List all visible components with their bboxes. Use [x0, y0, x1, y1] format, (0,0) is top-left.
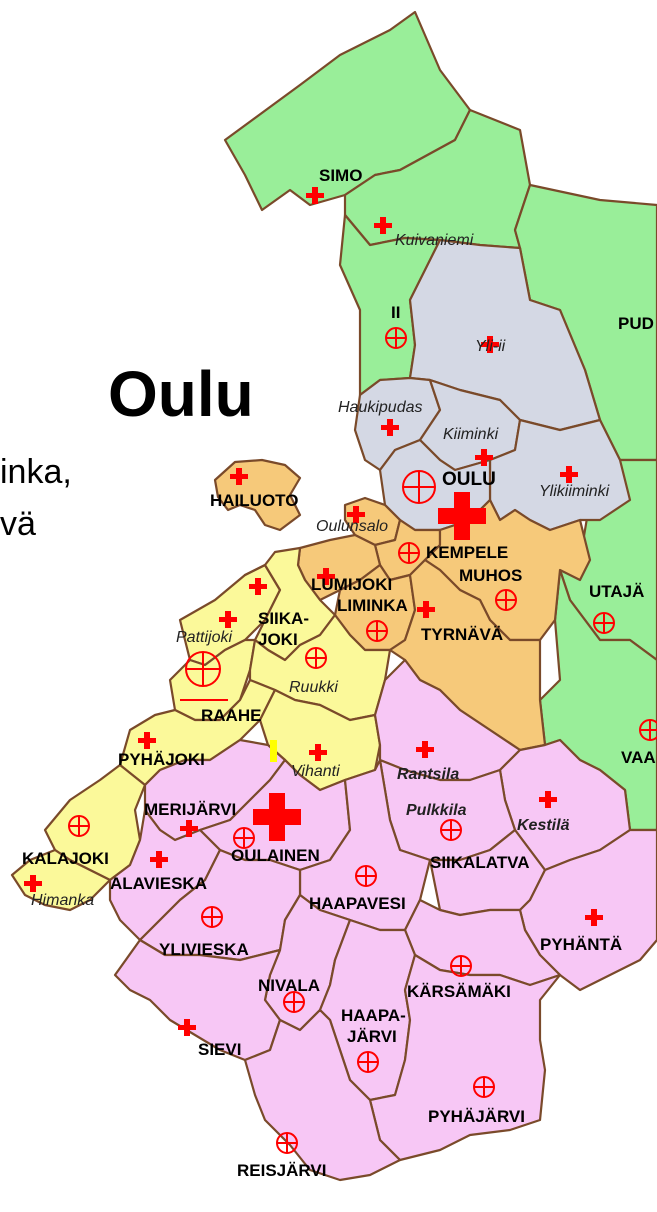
yellow-marker [270, 740, 277, 762]
small-cross-icon [475, 449, 493, 466]
label-oulu: OULU [442, 469, 496, 490]
label-kestila: Kestilä [517, 817, 570, 834]
small-cross-icon [417, 601, 435, 618]
label-alavieska: ALAVIESKA [110, 874, 207, 893]
circled-cross-icon [593, 612, 615, 634]
label-kiiminki: Kiiminki [443, 426, 499, 443]
small-cross-icon [306, 187, 324, 204]
large-cross-icon [438, 492, 486, 540]
label-karsamaki: KÄRSÄMÄKI [407, 982, 511, 1001]
label-oulainen: OULAINEN [231, 846, 320, 865]
label-merijarvi: MERIJÄRVI [144, 800, 236, 819]
small-cross-icon [150, 851, 168, 868]
label-joki: JOKI [258, 630, 298, 649]
circled-cross-icon [495, 589, 517, 611]
circled-cross-icon [276, 1132, 298, 1154]
label-jarvi: JÄRVI [347, 1027, 397, 1046]
label-pud: PUD [618, 314, 654, 333]
label-ylivieska: YLIVIESKA [159, 940, 249, 959]
small-cross-icon [24, 875, 42, 892]
small-cross-icon [347, 506, 365, 523]
label-kalajoki: KALAJOKI [22, 849, 109, 868]
label-sievi: SIEVI [198, 1040, 241, 1059]
circled-cross-icon [283, 991, 305, 1013]
circled-cross-icon [440, 819, 462, 841]
circled-cross-icon [398, 542, 420, 564]
map-labels: Oulu inka, vä SIMO Kuivaniemi II Yli-ii … [0, 166, 656, 1180]
label-pyhanta: PYHÄNTÄ [540, 935, 622, 954]
small-cross-icon [416, 741, 434, 758]
label-lumijoki: LUMIJOKI [311, 575, 392, 594]
label-oulunsalo: Oulunsalo [316, 518, 388, 535]
label-raahe: RAAHE [201, 706, 261, 725]
label-siika: SIIKA- [258, 609, 309, 628]
circled-cross-icon [473, 1076, 495, 1098]
label-pyhajoki: PYHÄJOKI [118, 750, 205, 769]
map-title: Oulu [108, 358, 254, 430]
map-symbols [24, 187, 657, 1154]
small-cross-icon [481, 336, 499, 353]
small-cross-icon [180, 820, 198, 837]
label-kempele: KEMPELE [426, 543, 508, 562]
small-cross-icon [249, 578, 267, 595]
circled-cross-icon [639, 719, 657, 741]
label-ruukki: Ruukki [289, 679, 338, 696]
circled-cross-icon [355, 865, 377, 887]
label-liminka: LIMINKA [337, 596, 408, 615]
circled-cross-icon [450, 955, 472, 977]
label-simo: SIMO [319, 166, 362, 185]
label-reisjarvi: REISJÄRVI [237, 1161, 326, 1180]
small-cross-icon [585, 909, 603, 926]
label-ii: II [391, 303, 400, 322]
small-cross-icon [381, 419, 399, 436]
label-pattijoki: Pattijoki [176, 629, 232, 646]
label-himanka: Himanka [31, 892, 94, 909]
region-reisjarvi[interactable] [243, 1008, 402, 1182]
small-cross-icon [178, 1019, 196, 1036]
small-cross-icon [230, 468, 248, 485]
small-cross-icon [560, 466, 578, 483]
circled-cross-icon [305, 647, 327, 669]
label-hailuoto: HAILUOTO [210, 491, 298, 510]
large-cross-icon [253, 793, 301, 841]
label-ylikiiminki: Ylikiiminki [539, 483, 610, 500]
label-pyhajarvi: PYHÄJÄRVI [428, 1107, 525, 1126]
circled-cross-icon [185, 651, 221, 687]
label-yli-ii: Yli-ii [475, 338, 506, 355]
region-green-group [223, 10, 657, 832]
circled-cross-icon [68, 815, 90, 837]
small-cross-icon [309, 744, 327, 761]
small-cross-icon [317, 568, 335, 585]
label-nivala: NIVALA [258, 976, 320, 995]
label-tyrnava: TYRNÄVÄ [421, 625, 503, 644]
label-rantsila: Rantsila [397, 766, 459, 783]
left-text-line-1: inka, [0, 453, 72, 491]
label-haapa: HAAPA- [341, 1006, 406, 1025]
label-vihanti: Vihanti [291, 763, 340, 780]
label-muhos: MUHOS [459, 566, 522, 585]
label-pulkkila: Pulkkila [406, 802, 467, 819]
small-cross-icon [374, 217, 392, 234]
circled-cross-icon [385, 327, 407, 349]
region-pyhajarvi[interactable] [368, 953, 562, 1162]
label-utaja: UTAJÄ [589, 582, 644, 601]
label-vaa: VAA [621, 748, 656, 767]
circled-cross-icon [201, 906, 223, 928]
small-cross-icon [219, 611, 237, 628]
circled-cross-icon [366, 620, 388, 642]
circled-cross-icon [357, 1051, 379, 1073]
label-siikalatva: SIIKALATVA [430, 853, 529, 872]
small-cross-icon [539, 791, 557, 808]
label-haukipudas: Haukipudas [338, 399, 423, 416]
label-kuivaniemi: Kuivaniemi [395, 232, 474, 249]
small-cross-icon [138, 732, 156, 749]
circled-cross-icon [233, 827, 255, 849]
circled-cross-icon [402, 470, 436, 504]
label-haapavesi: HAAPAVESI [309, 894, 406, 913]
left-text-line-2: vä [0, 505, 36, 543]
